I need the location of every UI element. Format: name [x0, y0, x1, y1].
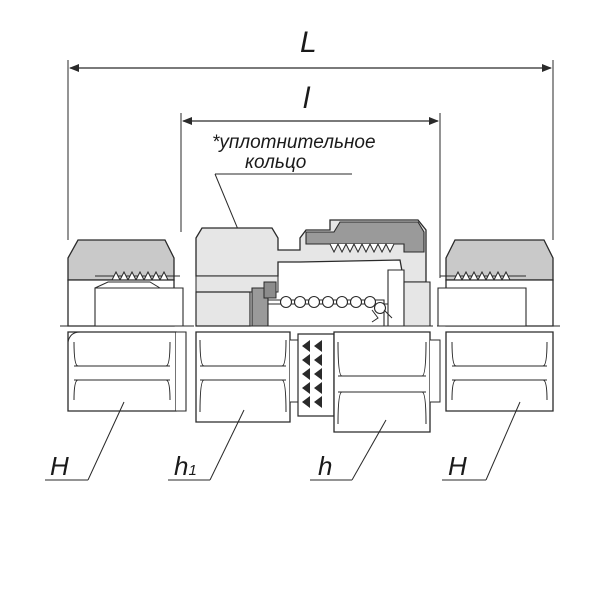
dimension-l: l: [180, 82, 441, 278]
right-hex-nut: [445, 331, 554, 412]
label-h1-main: h: [174, 451, 188, 481]
dimension-L: L: [67, 26, 554, 240]
spring-coils: [279, 295, 393, 323]
seal-note-line1: *уплотнительное: [212, 132, 376, 153]
valve-body-section: [195, 219, 431, 327]
leader-H-left: H: [45, 401, 125, 481]
label-H-left: H: [50, 451, 69, 481]
label-H-right: H: [448, 451, 467, 481]
leader-h1: h1: [168, 409, 245, 481]
label-h: h: [318, 451, 332, 481]
label-h1: h1: [174, 451, 197, 481]
leader-h: h: [310, 419, 387, 481]
seal-note-line2: кольцо: [245, 152, 306, 173]
left-nut-section: [67, 239, 184, 327]
leader-H-right: H: [442, 401, 521, 481]
dimension-label-L: L: [300, 26, 317, 59]
body-hex-h1: [195, 331, 299, 423]
body-hex-h: [333, 331, 441, 433]
left-hex-nut: [67, 331, 187, 412]
right-nut-section: [437, 239, 554, 327]
label-h1-sub: 1: [188, 462, 196, 479]
dimension-label-l: l: [303, 82, 311, 115]
knurled-collar: [297, 333, 335, 417]
